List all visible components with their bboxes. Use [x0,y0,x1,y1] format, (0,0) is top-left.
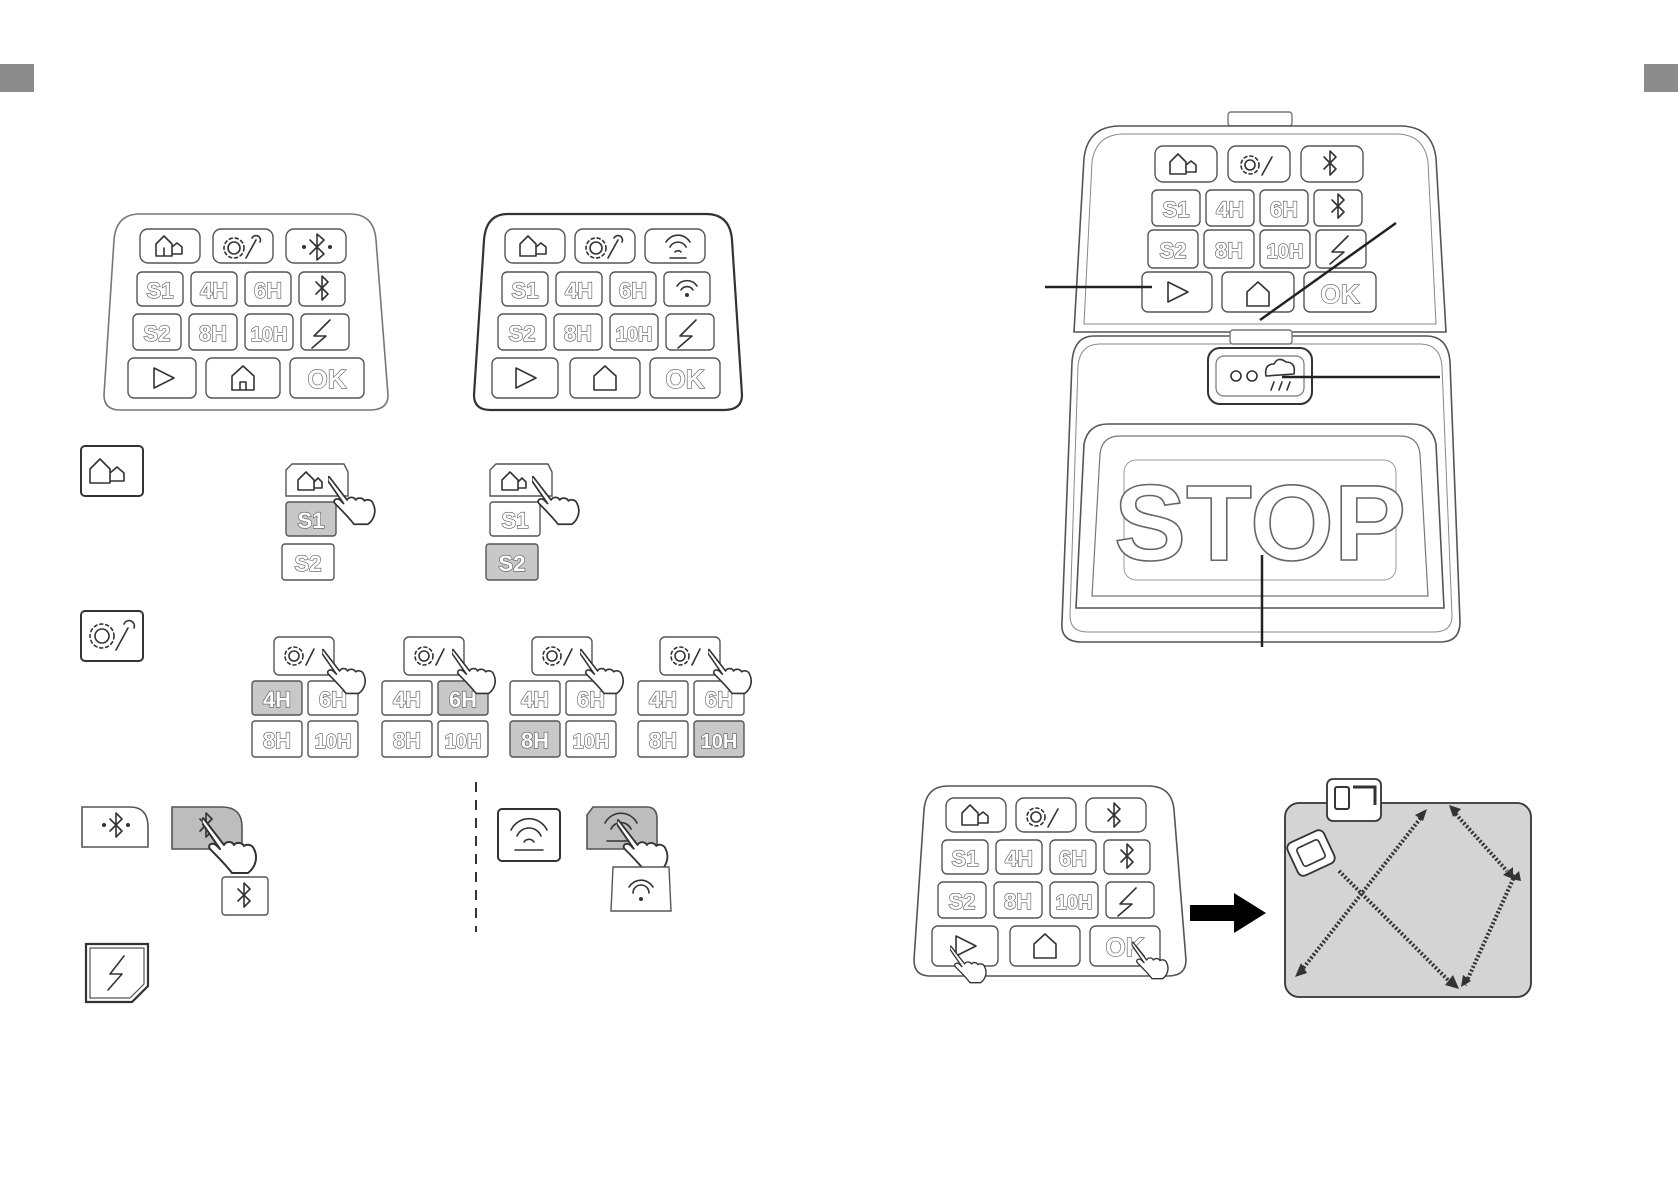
key-8h: 8H [649,728,677,753]
key-s2: S2 [949,889,976,914]
key-s1: S1 [502,508,529,533]
bluetooth-key-icon [80,805,150,849]
key-10h: 10H [701,731,738,753]
hours-6h-selection: 4H 6H 8H 10H [380,635,500,760]
keypad-start-sequence: S1 4H 6H S2 8H 10H OK [910,782,1190,982]
key-10h: 10H [445,731,482,753]
key-6h: 6H [577,687,605,712]
lightning-key-icon [84,942,150,1004]
key-s1: S1 [147,278,174,303]
signal-press-step [585,805,685,915]
key-10h: 10H [1056,892,1093,914]
page-tab-right [1644,64,1678,92]
lawn-mowing-pattern [1283,775,1533,1000]
key-s1: S1 [512,278,539,303]
key-10h: 10H [616,324,653,346]
key-10h: 10H [573,731,610,753]
home-zone-key-icon [80,445,144,497]
key-s2: S2 [509,321,536,346]
key-10h: 10H [251,324,288,346]
bluetooth-press-step [170,805,270,920]
hours-4h-selection: 4H 6H 8H 10H [250,635,370,760]
section-divider [474,782,478,932]
charging-station [1327,779,1381,821]
callout-lines [1040,215,1450,655]
key-ok: OK [308,364,347,394]
signal-key-icon [497,808,561,862]
key-8h: 8H [199,321,227,346]
key-s1: S1 [952,846,979,871]
key-6h: 6H [619,278,647,303]
key-s2: S2 [295,551,322,576]
key-4h: 4H [200,278,228,303]
key-4h: 4H [521,687,549,712]
key-s2: S2 [144,321,171,346]
key-8h: 8H [521,728,549,753]
key-6h: 6H [254,278,282,303]
zone-s1-selection: S1 S2 [278,460,398,580]
key-4h: 4H [263,687,291,712]
key-s1: S1 [298,508,325,533]
zone-s2-selection: S1 S2 [482,460,602,580]
key-8h: 8H [263,728,291,753]
key-s2: S2 [499,551,526,576]
key-6h: 6H [705,687,733,712]
key-4h: 4H [649,687,677,712]
page-tab-left [0,64,34,92]
key-ok: OK [666,364,705,394]
key-8h: 8H [1004,889,1032,914]
key-4h: 4H [1005,846,1033,871]
key-8h: 8H [393,728,421,753]
hours-10h-selection: 4H 6H 8H 10H [636,635,756,760]
key-8h: 8H [564,321,592,346]
key-6h: 6H [1059,846,1087,871]
key-4h: 4H [393,687,421,712]
key-10h: 10H [315,731,352,753]
keypad-bluetooth-version: S1 4H 6H S2 8H 10H OK [100,210,390,415]
key-ok: OK [1106,932,1145,962]
keypad-signal-version: S1 4H 6H S2 8H 10H OK [470,210,745,415]
arrow-right-icon [1190,893,1266,933]
key-4h: 4H [565,278,593,303]
hours-8h-selection: 4H 6H 8H 10H [508,635,628,760]
settings-key-icon [80,610,144,662]
key-6h: 6H [319,687,347,712]
key-6h: 6H [449,687,477,712]
